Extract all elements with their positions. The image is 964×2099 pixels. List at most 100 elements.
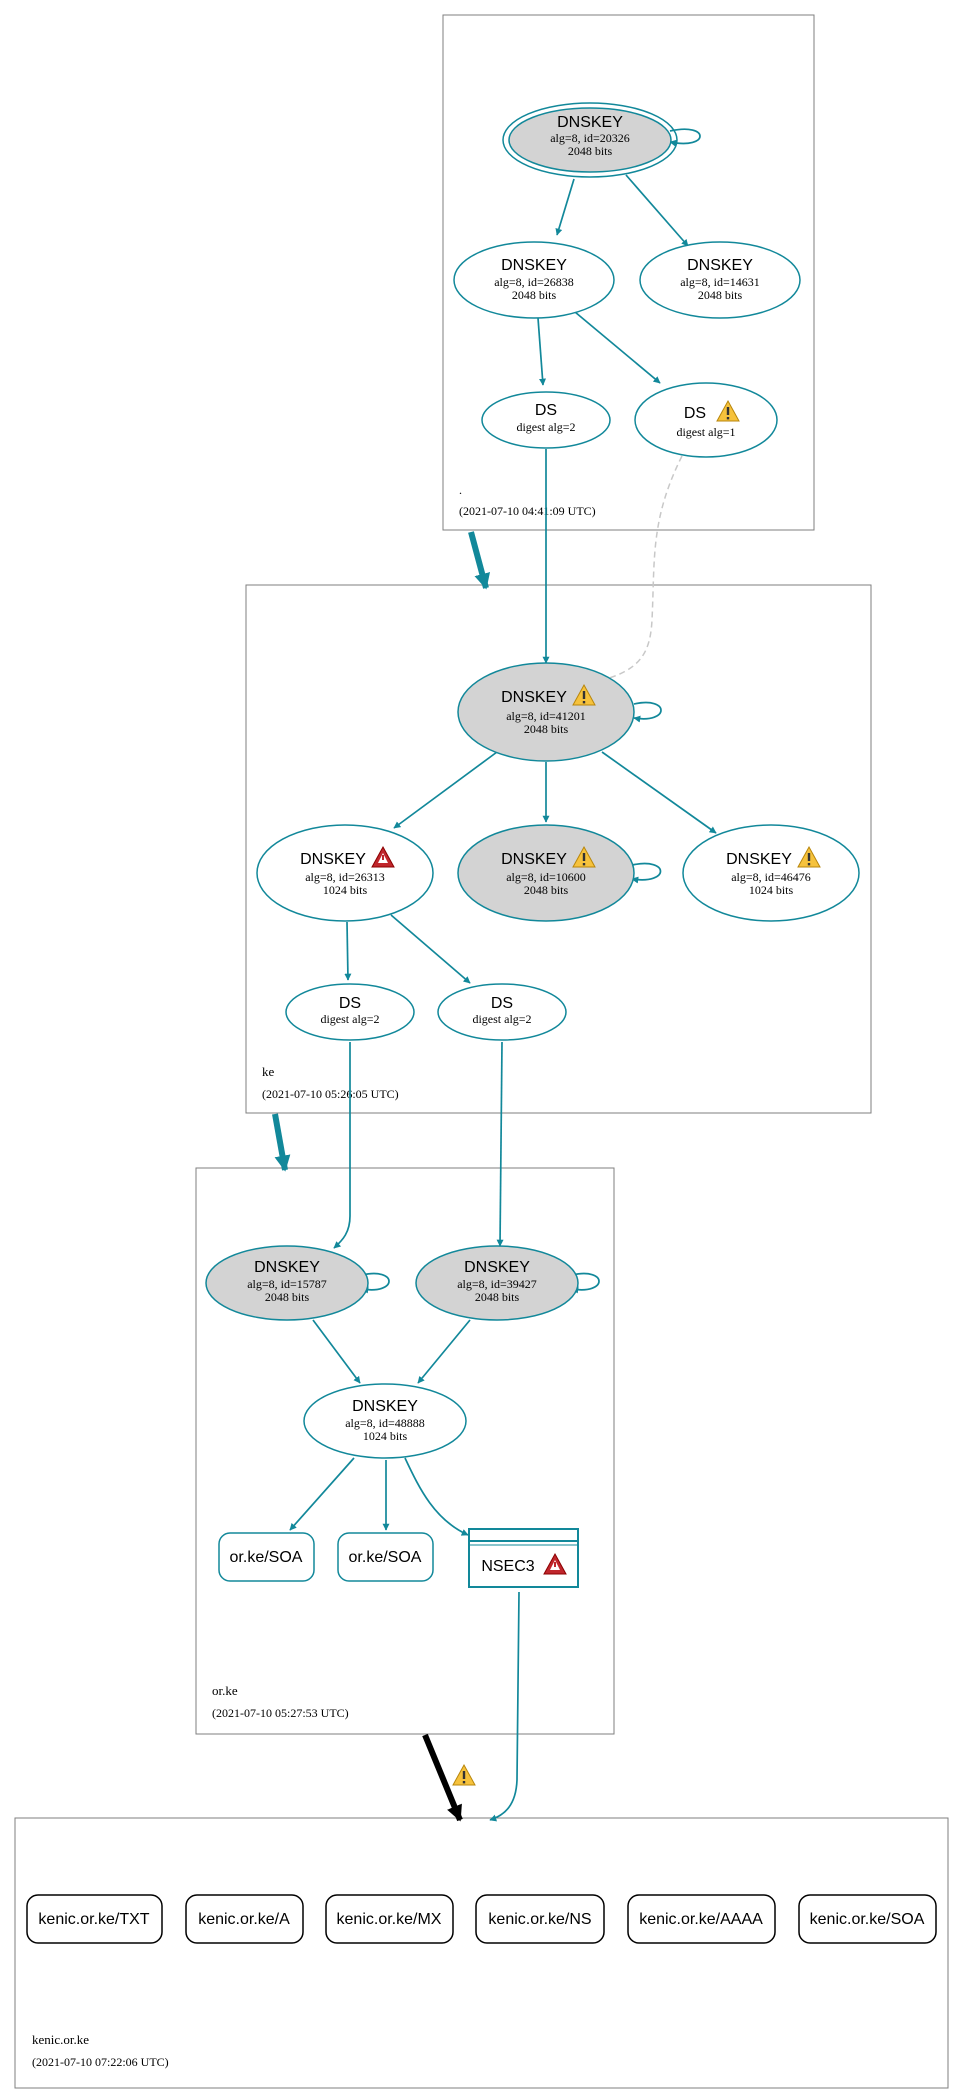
dnskey-node-ksk: DNSKEY alg=8, id=20326 2048 bits [502,102,678,178]
edge-nsec-proof [489,1591,520,1822]
dnskey-node-ksk-warning: DNSKEY alg=8, id=10600 2048 bits [457,824,635,922]
node-detail: alg=8, id=46476 [731,870,811,884]
node-title: kenic.or.ke/MX [337,1911,442,1928]
edge-signs [393,751,498,829]
edge-digest [537,317,547,386]
rrset-node: kenic.or.ke/TXT [26,1894,163,1944]
node-title: DS [684,405,706,422]
node-detail: digest alg=2 [320,1012,379,1026]
edge-self-sign [669,128,701,147]
node-title: DNSKEY [300,851,366,868]
edge-signs [404,1457,469,1536]
edge-self-sign [361,1272,390,1294]
ds-node-warning: DS digest alg=1 [634,382,778,458]
zone-timestamp: (2021-07-10 05:26:05 UTC) [262,1087,399,1101]
node-detail: alg=8, id=15787 [247,1277,327,1291]
node-title: DNSKEY [464,1259,530,1276]
node-detail: alg=8, id=20326 [550,131,630,145]
edges [272,128,717,1822]
rrset-node: or.ke/SOA [218,1532,315,1582]
node-detail: alg=8, id=26313 [305,870,385,884]
node-title: kenic.or.ke/NS [488,1911,591,1928]
edge-self-sign [571,1272,600,1294]
node-detail: 2048 bits [524,722,569,736]
dnskey-node-error: DNSKEY alg=8, id=26313 1024 bits [256,824,434,922]
zone-root: . (2021-07-10 04:41:09 UTC) [442,14,815,531]
edge-signs [417,1319,471,1384]
node-title: DNSKEY [501,851,567,868]
node-title: DNSKEY [501,689,567,706]
edge-ds-validates [333,1042,351,1249]
node-detail: 2048 bits [512,288,557,302]
edge-signs [289,1457,355,1531]
zone-timestamp: (2021-07-10 07:22:06 UTC) [32,2055,169,2069]
node-detail: 2048 bits [475,1290,520,1304]
zone-name: . [459,483,462,497]
node-title: kenic.or.ke/SOA [810,1911,925,1928]
zone-or-ke: or.ke (2021-07-10 05:27:53 UTC) [195,1167,615,1735]
edge-digest [390,914,471,984]
dnskey-node-zsk: DNSKEY alg=8, id=14631 2048 bits [639,241,801,319]
ds-node: DS digest alg=2 [481,391,611,449]
node-title: NSEC3 [481,1558,534,1575]
nsec3-node-error: NSEC3 [468,1528,579,1588]
rrset-node: kenic.or.ke/A [185,1894,304,1944]
node-detail: 2048 bits [698,288,743,302]
node-detail: alg=8, id=10600 [506,870,586,884]
zone-timestamp: (2021-07-10 04:41:09 UTC) [459,504,596,518]
node-title: DS [491,995,513,1012]
edge-digest [574,311,661,384]
node-title: kenic.or.ke/A [198,1911,290,1928]
edge-self-sign [631,862,662,884]
zone-name: or.ke [212,1683,238,1698]
node-detail: digest alg=1 [676,425,735,439]
zone-ke: ke (2021-07-10 05:26:05 UTC) [245,584,872,1114]
node-title: or.ke/SOA [349,1549,422,1566]
node-detail: alg=8, id=26838 [494,275,574,289]
node-detail: digest alg=2 [472,1012,531,1026]
node-detail: 2048 bits [524,883,569,897]
node-detail: 1024 bits [323,883,368,897]
error-triangle-icon [371,845,395,868]
node-title: or.ke/SOA [230,1549,303,1566]
rrset-node: kenic.or.ke/AAAA [627,1894,776,1944]
node-title: DS [535,402,557,419]
zone-kenic-or-ke: kenic.or.ke (2021-07-10 07:22:06 UTC) [14,1817,949,2089]
ds-node: DS digest alg=2 [437,983,567,1041]
warning-triangle-icon [452,1763,476,1786]
node-detail: alg=8, id=48888 [345,1416,425,1430]
dnskey-node-ksk: DNSKEY alg=8, id=15787 2048 bits [205,1245,369,1321]
node-detail: alg=8, id=41201 [506,709,586,723]
node-detail: 2048 bits [265,1290,310,1304]
edge-signs [625,174,689,247]
node-title: DS [339,995,361,1012]
node-title: DNSKEY [557,114,623,131]
delegation-edge [468,531,491,590]
node-detail: digest alg=2 [516,420,575,434]
dnskey-node-ksk: DNSKEY alg=8, id=39427 2048 bits [415,1245,579,1321]
edge-signs [312,1319,361,1384]
node-title: kenic.or.ke/TXT [38,1911,149,1928]
node-title: DNSKEY [687,257,753,274]
node-detail: alg=8, id=14631 [680,275,760,289]
edge-self-sign [633,701,662,723]
warning-triangle-icon [797,845,821,868]
zone-name: ke [262,1064,275,1079]
node-title: kenic.or.ke/AAAA [639,1911,763,1928]
rrset-node: or.ke/SOA [337,1532,434,1582]
error-triangle-icon [543,1552,567,1575]
rrset-node: kenic.or.ke/NS [475,1894,605,1944]
rrset-node: kenic.or.ke/MX [325,1894,454,1944]
rrset-node: kenic.or.ke/SOA [798,1894,937,1944]
node-detail: alg=8, id=39427 [457,1277,537,1291]
node-title: DNSKEY [254,1259,320,1276]
dnskey-node-warning: DNSKEY alg=8, id=46476 1024 bits [682,824,860,922]
node-title: DNSKEY [726,851,792,868]
warning-triangle-icon [572,683,596,706]
node-detail: 2048 bits [568,144,613,158]
zone-timestamp: (2021-07-10 05:27:53 UTC) [212,1706,349,1720]
warning-triangle-icon [716,399,740,422]
dnskey-node-zsk: DNSKEY alg=8, id=26838 2048 bits [453,241,615,319]
edge-signs [555,178,575,236]
